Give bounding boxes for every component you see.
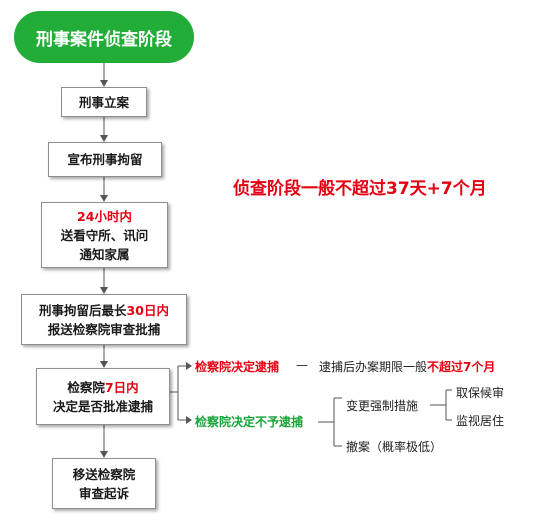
step-decide: 检察院7日内 决定是否批准逮捕 [36,368,170,425]
summary-note: 侦查阶段一般不超过37天+7个月 [233,179,487,199]
reject-sub-bail: 取保候审 [456,386,505,400]
decide-highlight: 7日内 [104,379,139,395]
report-highlight: 30日内 [126,302,169,318]
report-prefix: 刑事拘留后最长 [39,302,127,318]
decide-prefix: 检察院 [67,379,105,395]
approve-note-prefix: 逮捕后办案期限一般 [319,360,428,374]
reject-sub-surveillance: 监视居住 [456,414,505,428]
step-prosecute: 移送检察院 审查起诉 [52,458,156,509]
step-filing-label: 刑事立案 [78,94,129,110]
step-detention: 宣布刑事拘留 [48,142,162,177]
reject-option-withdraw: 撤案（概率极低） [346,440,443,454]
decide-line1: 检察院7日内 [67,378,138,397]
within24-line2: 送看守所、讯问 [60,227,149,243]
within24-highlight: 24小时内 [77,208,132,224]
step-report: 刑事拘留后最长30日内 报送检察院审查批捕 [21,294,187,345]
branch-approve-dash: — [296,358,308,372]
within24-line3: 通知家属 [79,246,130,262]
decide-line2: 决定是否批准逮捕 [52,398,153,414]
reject-option-measures: 变更强制措施 [346,399,419,413]
approve-note-highlight: 不超过7个月 [427,360,496,374]
prosecute-line2: 审查起诉 [78,485,129,501]
step-filing: 刑事立案 [61,87,147,117]
report-line1: 刑事拘留后最长30日内 [39,301,169,320]
step-within-24h: 24小时内 送看守所、讯问 通知家属 [41,202,168,268]
start-pill: 刑事案件侦查阶段 [14,11,194,63]
branch-reject-label: 检察院决定不予逮捕 [195,415,304,429]
step-detention-label: 宣布刑事拘留 [67,152,143,167]
branch-approve-note: 逮捕后办案期限一般不超过7个月 [319,358,495,375]
prosecute-line1: 移送检察院 [72,466,136,482]
report-line2: 报送检察院审查批捕 [47,321,161,337]
branch-approve-label: 检察院决定逮捕 [195,360,280,374]
